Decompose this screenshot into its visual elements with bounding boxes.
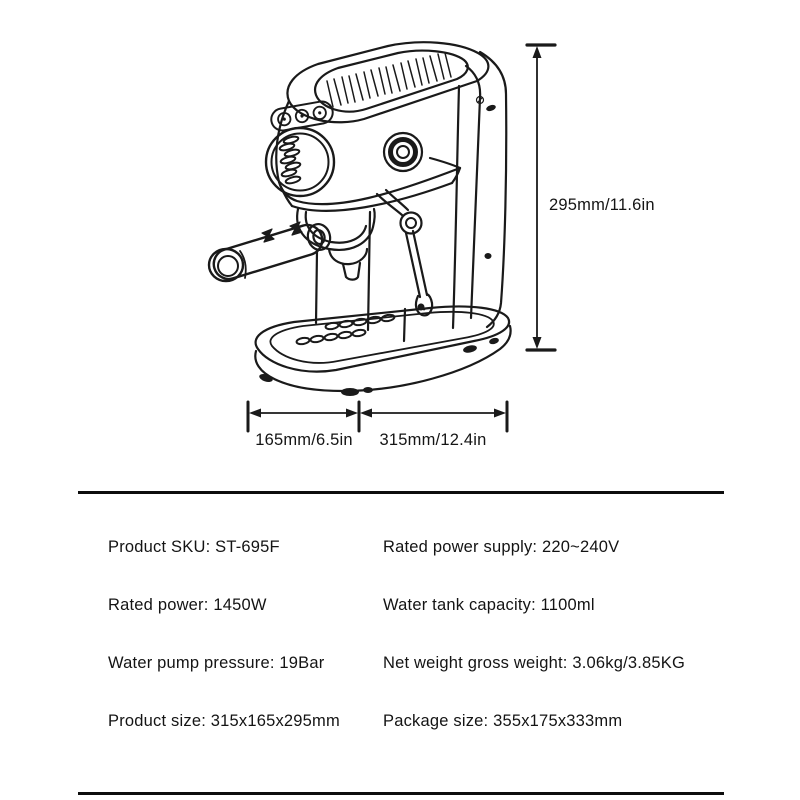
- logo-mark: [486, 104, 496, 112]
- spec-row: Product size: 315x165x295mm Package size…: [78, 692, 724, 750]
- tray-vent-slots: [295, 313, 396, 346]
- arrow-down: [532, 337, 542, 349]
- base-skirt: [254, 324, 512, 393]
- base-feet: [259, 337, 499, 396]
- top-surface: [286, 41, 490, 124]
- wand-ball-joint: [399, 211, 423, 235]
- width-depth-dimension-lines: [246, 400, 509, 433]
- drip-tray-base: [254, 305, 512, 396]
- portafilter-spout: [341, 261, 362, 281]
- grill-outline: [314, 49, 469, 113]
- depth-dimension-label: 165mm/6.5in: [255, 431, 353, 449]
- tray-inner-rim: [269, 310, 495, 364]
- logo-mark: [484, 253, 492, 259]
- portafilter-group: [207, 207, 376, 283]
- spec-net-gross-weight: Net weight gross weight: 3.06kg/3.85KG: [383, 653, 686, 672]
- pressure-gauge: [264, 126, 336, 198]
- spec-row: Water pump pressure: 19Bar Net weight gr…: [78, 634, 724, 692]
- spec-rated-power-supply: Rated power supply: 220~240V: [383, 537, 620, 556]
- brand-marks: [417, 95, 496, 311]
- tray-rim: [254, 305, 511, 373]
- handle-clamp: [261, 228, 275, 243]
- arrow-up: [532, 46, 542, 58]
- arrow-right: [346, 408, 358, 418]
- handle-end-cap: [207, 247, 245, 283]
- spec-water-tank-capacity: Water tank capacity: 1100ml: [383, 595, 595, 614]
- handle-collar: [306, 223, 332, 251]
- head-lip: [290, 181, 454, 212]
- arrow-left: [249, 408, 261, 418]
- front-right-edge: [451, 84, 461, 330]
- spec-row: Rated power: 1450W Water tank capacity: …: [78, 576, 724, 634]
- spec-water-pump-pressure: Water pump pressure: 19Bar: [108, 653, 325, 672]
- top-grill: [314, 49, 469, 113]
- height-dimension-label: 295mm/11.6in: [549, 196, 655, 214]
- arrow-right: [494, 408, 506, 418]
- control-buttons: [270, 100, 334, 132]
- width-dimension-label: 315mm/12.4in: [379, 431, 487, 449]
- no-symbol-mark: [475, 95, 485, 105]
- steam-knob: [382, 131, 424, 173]
- height-dimension-line: [525, 43, 557, 352]
- grill-hatch: [326, 52, 452, 108]
- arrow-left: [360, 408, 372, 418]
- group-head-bowl: [296, 207, 376, 251]
- spec-product-size: Product size: 315x165x295mm: [108, 711, 340, 730]
- spec-package-size: Package size: 355x175x333mm: [383, 711, 623, 730]
- spec-table: Product SKU: ST-695F Rated power supply:…: [78, 491, 724, 795]
- portafilter-band: [327, 247, 369, 266]
- handle-grip: [212, 223, 324, 281]
- handle-clamp: [289, 221, 303, 236]
- spec-rated-power: Rated power: 1450W: [108, 595, 267, 614]
- logo-mark: [417, 303, 425, 311]
- spec-row: Product SKU: ST-695F Rated power supply:…: [78, 518, 724, 576]
- corner-crease: [464, 64, 482, 320]
- steam-wand: [375, 188, 434, 317]
- right-outer-edge: [478, 50, 508, 329]
- spec-product-sku: Product SKU: ST-695F: [108, 537, 280, 556]
